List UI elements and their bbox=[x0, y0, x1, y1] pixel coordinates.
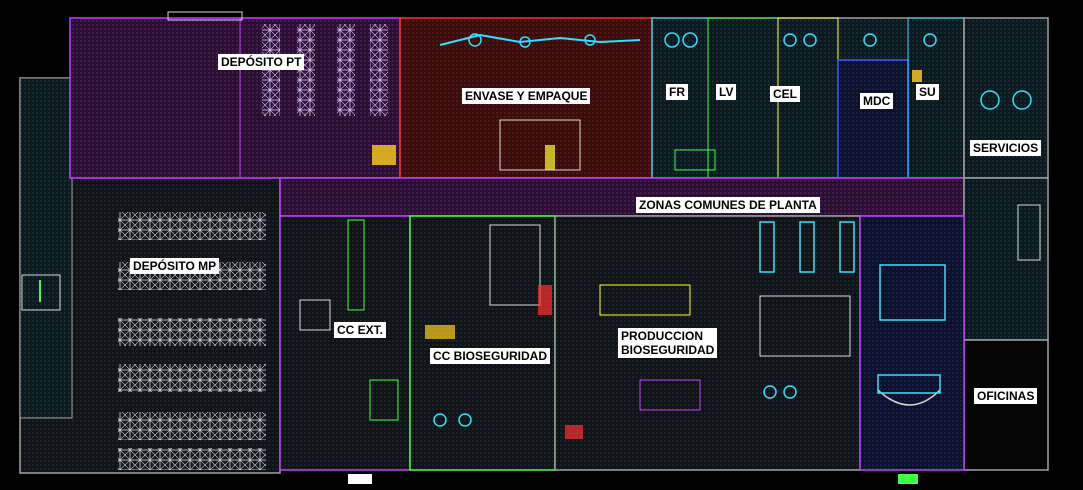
label-servicios: SERVICIOS bbox=[970, 140, 1042, 156]
label-cel: CEL bbox=[770, 86, 800, 102]
zone-zonas-comunes bbox=[279, 177, 965, 217]
label-zonas-comunes: ZONAS COMUNES DE PLANTA bbox=[636, 197, 820, 213]
label-envase-empaque: ENVASE Y EMPAQUE bbox=[462, 88, 591, 104]
zone-cc-bioseguridad bbox=[409, 215, 556, 471]
label-cc-bioseguridad: CC BIOSEGURIDAD bbox=[430, 348, 551, 364]
zone-deposito-pt bbox=[69, 11, 401, 179]
label-deposito-pt: DEPÓSITO PT bbox=[218, 54, 305, 70]
zone-lab-blue bbox=[859, 215, 965, 471]
label-fr: FR bbox=[666, 84, 688, 100]
zone-right-column bbox=[963, 177, 1049, 341]
label-su: SU bbox=[916, 84, 939, 100]
entrance-marker bbox=[348, 474, 372, 484]
label-cc-ext: CC EXT. bbox=[334, 322, 387, 338]
zone-oficinas bbox=[963, 339, 1049, 471]
zone-fr-lv-cel-mdc-su bbox=[651, 17, 965, 179]
zone-cc-ext bbox=[279, 215, 411, 471]
label-oficinas: OFICINAS bbox=[974, 388, 1038, 404]
label-lv: LV bbox=[716, 84, 737, 100]
label-mdc: MDC bbox=[860, 93, 894, 109]
label-deposito-mp: DEPÓSITO MP bbox=[130, 258, 220, 274]
label-produccion-bioseguridad: PRODUCCION BIOSEGURIDAD bbox=[618, 328, 718, 358]
exit-marker bbox=[898, 474, 918, 484]
